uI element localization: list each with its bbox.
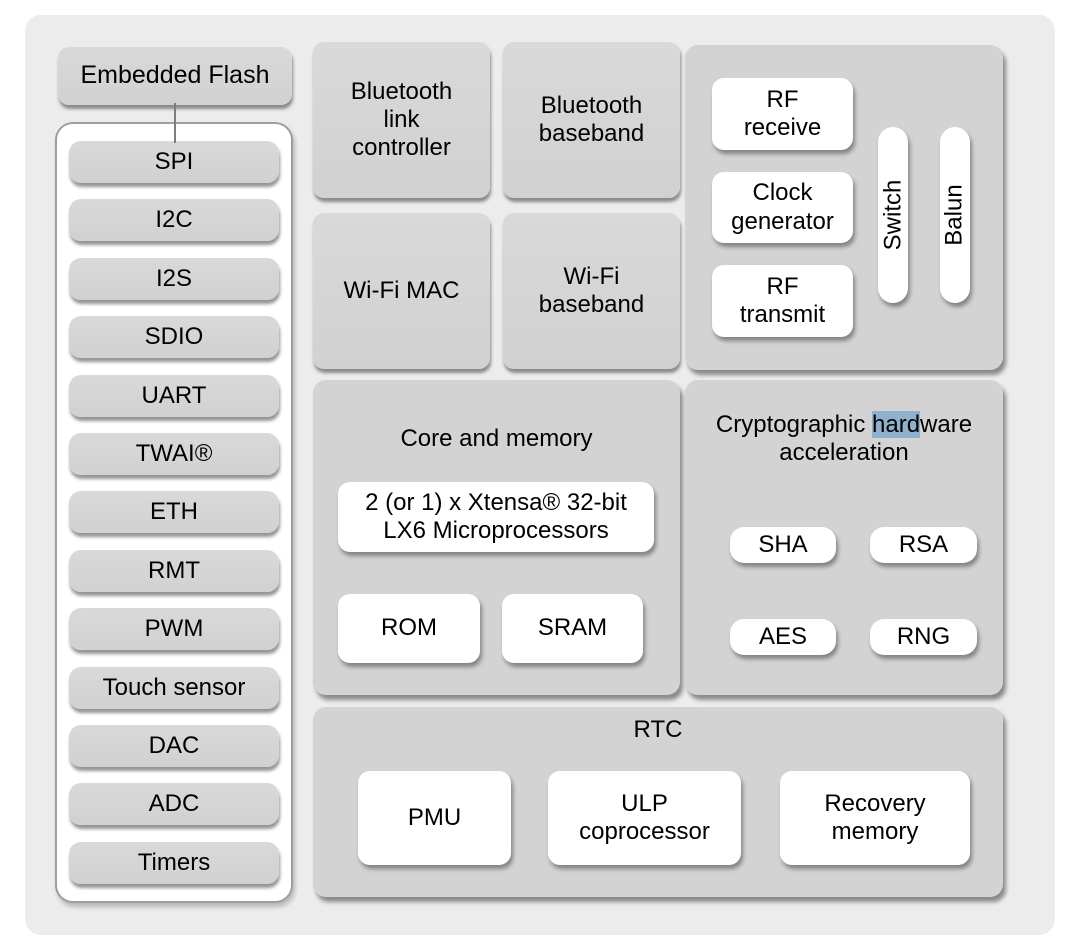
clock-generator-block: Clock generator [712,172,853,243]
peripheral-rmt: RMT [69,549,279,592]
peripheral-sdio: SDIO [69,316,279,359]
peripheral-touch-sensor: Touch sensor [69,666,279,709]
peripheral-eth: ETH [69,491,279,534]
chip-outline: Embedded Flash SPI I2C I2S SDIO UART TWA… [25,15,1055,935]
peripheral-dac: DAC [69,725,279,768]
rtc-title: RTC [633,716,683,743]
sha-block: SHA [730,527,836,563]
crypto-panel: Cryptographic hardware acceleration SHA … [685,380,1003,695]
peripheral-twai: TWAI® [69,433,279,476]
recovery-memory-block: Recovery memory [780,771,970,865]
rom-block: ROM [338,594,480,663]
sram-block: SRAM [502,594,643,663]
peripheral-spi: SPI [69,141,279,183]
balun-label: Balun [941,184,969,246]
ulp-coprocessor-block: ULP coprocessor [548,771,741,865]
peripheral-uart: UART [69,374,279,417]
search-highlight: hard [872,411,921,438]
peripheral-i2c: I2C [69,199,279,242]
wifi-baseband-block: Wi-Fi baseband [503,213,680,369]
crypto-title-line1: Cryptographic hardware [715,411,973,438]
rtc-panel: RTC PMU ULP coprocessor Recovery memory [313,707,1003,897]
peripheral-adc: ADC [69,783,279,826]
crypto-panel-title: Cryptographic hardware acceleration [685,411,1003,466]
rsa-block: RSA [870,527,977,563]
crypto-title-line2: acceleration [779,438,909,466]
balun-block: Balun [940,127,970,303]
rf-transmit-block: RF transmit [712,265,853,337]
bluetooth-link-controller-block: Bluetooth link controller [313,42,490,198]
rf-panel: RF receive Clock generator RF transmit S… [685,45,1003,370]
peripheral-pwm: PWM [69,608,279,651]
aes-block: AES [730,619,836,655]
embedded-flash-block: Embedded Flash [58,47,292,105]
switch-block: Switch [878,127,908,303]
rng-block: RNG [870,619,977,655]
core-memory-title: Core and memory [400,425,593,452]
peripheral-timers: Timers [69,841,279,884]
peripheral-i2s: I2S [69,257,279,300]
bluetooth-baseband-block: Bluetooth baseband [503,42,680,198]
pmu-block: PMU [358,771,511,865]
rf-receive-block: RF receive [712,78,853,150]
core-memory-panel: Core and memory 2 (or 1) x Xtensa® 32-bi… [313,380,680,695]
switch-label: Switch [879,179,906,251]
xtensa-cpu-block: 2 (or 1) x Xtensa® 32-bit LX6 Microproce… [338,482,654,552]
peripherals-panel: SPI I2C I2S SDIO UART TWAI® ETH RMT PWM … [55,122,293,903]
flash-connector-line [174,103,176,143]
wifi-mac-block: Wi-Fi MAC [313,213,490,369]
